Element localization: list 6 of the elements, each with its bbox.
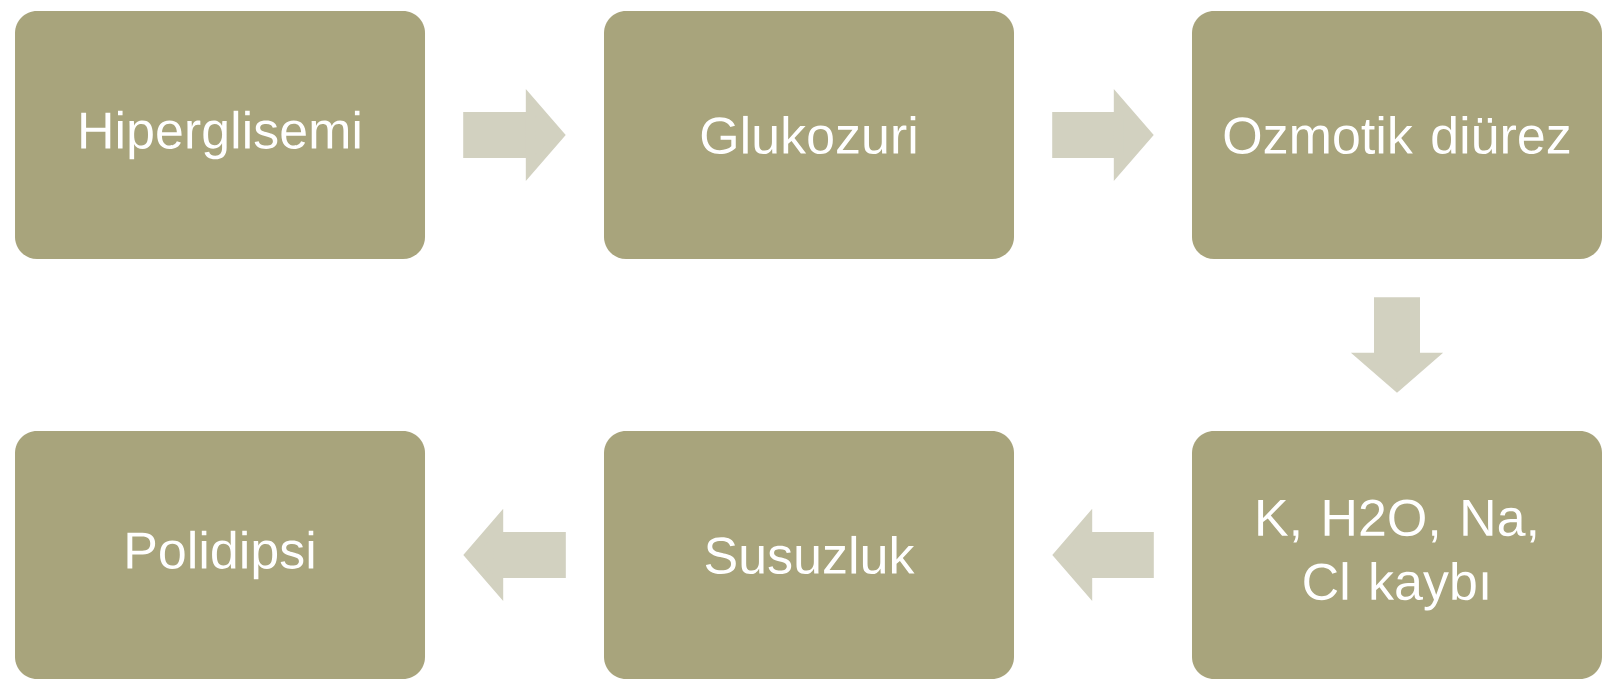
process-box: Ozmotik diürez — [1192, 11, 1602, 259]
process-box: Glukozuri — [604, 11, 1014, 259]
process-box: K, H2O, Na, Cl kaybı — [1192, 431, 1602, 679]
process-box: Hiperglisemi — [15, 11, 425, 259]
process-box: Susuzluk — [604, 431, 1014, 679]
process-box: Polidipsi — [15, 431, 425, 679]
